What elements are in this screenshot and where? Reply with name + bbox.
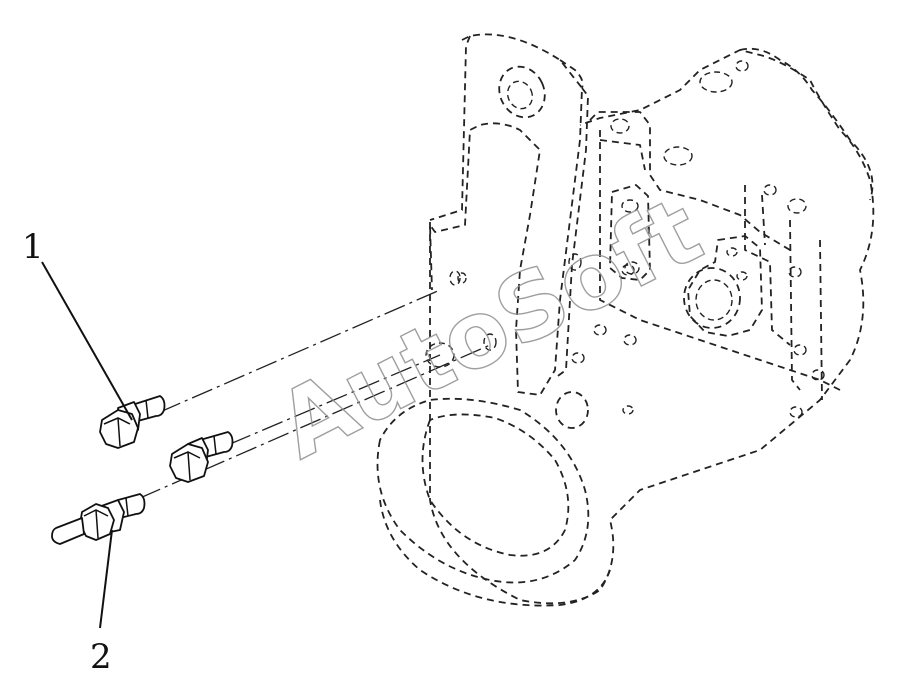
mounting-bracket: [429, 33, 589, 396]
watermark-text: AutoSoft: [261, 177, 717, 480]
housing-holes: [425, 264, 637, 429]
callout-part-2: 2: [90, 637, 112, 677]
flange-bolt-middle: [169, 431, 234, 483]
leader-lines: [41, 261, 133, 629]
engine-housing-outline: [376, 47, 875, 607]
callout-part-1: 1: [22, 227, 44, 267]
upper-block: [589, 60, 841, 418]
flange-bolt-upper: [99, 395, 166, 449]
sensor-stud: [51, 493, 146, 545]
sensor-boss: [683, 235, 763, 337]
